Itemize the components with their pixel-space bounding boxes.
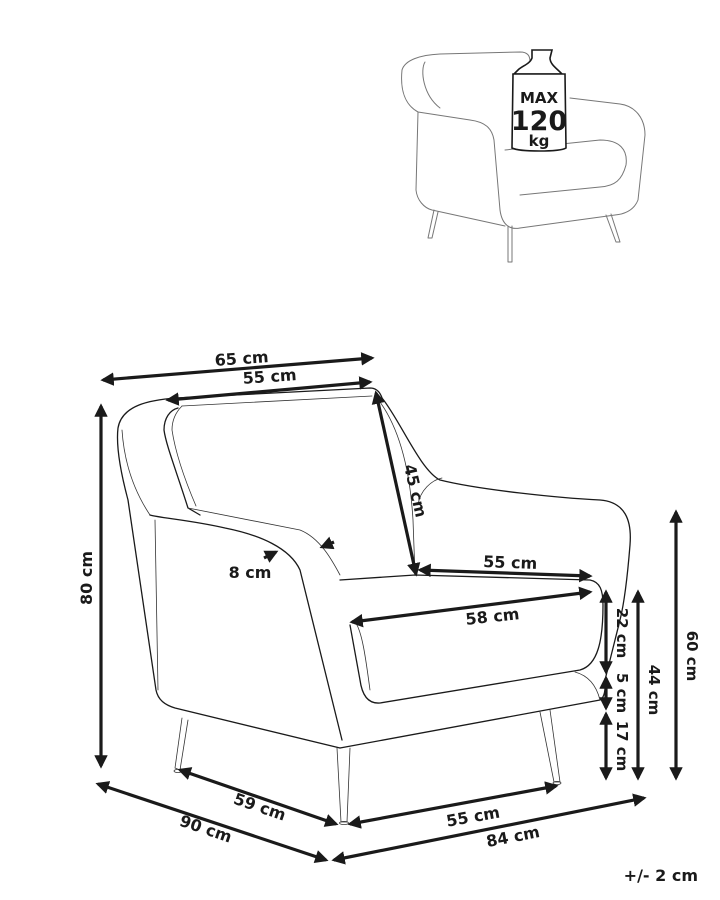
label-armrest-width: 8 cm xyxy=(229,563,272,582)
label-seat-height: 44 cm xyxy=(645,665,663,716)
badge-unit-label: kg xyxy=(529,132,550,150)
label-backrest-width: 55 cm xyxy=(242,365,297,388)
label-overall-height: 80 cm xyxy=(77,551,96,605)
label-overall-depth: 90 cm xyxy=(177,811,234,847)
label-overall-width: 84 cm xyxy=(485,822,542,851)
dimension-labels: 65 cm 55 cm 80 cm 45 cm 8 cm 55 cm 58 cm… xyxy=(77,347,701,851)
label-base-thickness: 5 cm xyxy=(613,673,631,713)
thumbnail-armchair-icon xyxy=(401,51,646,263)
dimension-lines xyxy=(94,352,683,865)
label-backrest-height: 45 cm xyxy=(400,462,431,519)
label-seat-depth: 55 cm xyxy=(483,552,538,573)
label-leg-height: 17 cm xyxy=(613,721,631,772)
label-armrest-height: 60 cm xyxy=(683,631,701,682)
tolerance-note: +/- 2 cm xyxy=(623,866,698,885)
max-weight-badge: MAX 120 kg xyxy=(511,49,567,152)
label-overall-back-width: 65 cm xyxy=(214,347,269,370)
label-seat-cushion-thickness: 22 cm xyxy=(613,608,631,659)
label-leg-span-front: 55 cm xyxy=(445,803,501,831)
label-leg-span-side: 59 cm xyxy=(231,789,288,825)
badge-weight-value: 120 xyxy=(511,106,567,137)
badge-max-label: MAX xyxy=(520,89,559,107)
main-armchair-drawing xyxy=(116,387,631,826)
